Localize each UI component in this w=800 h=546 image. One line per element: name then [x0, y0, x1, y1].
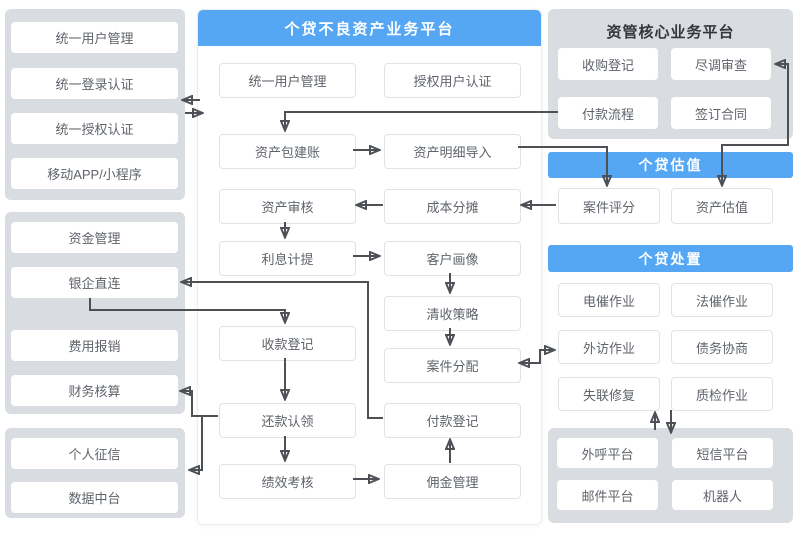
node-interest-accrual: 利息计提 [219, 241, 356, 276]
node-asset-valuation: 资产估值 [671, 188, 773, 224]
node-fund-mgmt: 资金管理 [11, 222, 178, 253]
node-case-assignment: 案件分配 [384, 348, 521, 383]
node-asset-package-setup: 资产包建账 [219, 134, 356, 169]
node-data-middle-platform: 数据中台 [11, 482, 178, 513]
panel-core-platform: 资管核心业务平台 收购登记 尽调审查 付款流程 签订合同 [548, 9, 793, 139]
node-expense-reimb: 费用报销 [11, 330, 178, 361]
node-case-scoring: 案件评分 [558, 188, 660, 224]
node-mobile-app: 移动APP/小程序 [11, 158, 178, 189]
node-acquisition-register: 收购登记 [558, 48, 658, 80]
node-unified-user-mgmt: 统一用户管理 [11, 22, 178, 53]
panel-unified-auth: 统一用户管理 统一登录认证 统一授权认证 移动APP/小程序 [5, 9, 185, 200]
node-performance-review: 绩效考核 [219, 464, 356, 499]
node-tele-collection: 电催作业 [558, 283, 660, 317]
node-legal-collection: 法催作业 [671, 283, 773, 317]
node-collection-strategy: 清收策略 [384, 296, 521, 331]
node-lost-contact-repair: 失联修复 [558, 377, 660, 411]
node-asset-review: 资产审核 [219, 189, 356, 224]
node-payment-flow: 付款流程 [558, 97, 658, 129]
node-outbound-call-platform: 外呼平台 [557, 438, 658, 468]
node-payment-register: 付款登记 [384, 403, 521, 438]
node-customer-profile: 客户画像 [384, 241, 521, 276]
panel-data: 个人征信 数据中台 [5, 428, 185, 518]
node-asset-detail-import: 资产明细导入 [384, 134, 521, 169]
node-contract-signing: 签订合同 [671, 97, 771, 129]
node-debt-negotiation: 债务协商 [671, 330, 773, 364]
node-unified-login-auth: 统一登录认证 [11, 68, 178, 99]
core-platform-title: 资管核心业务平台 [606, 24, 735, 41]
panel-finance: 资金管理 银企直连 费用报销 财务核算 [5, 212, 185, 414]
node-financial-accounting: 财务核算 [11, 375, 178, 406]
node-commission-mgmt: 佣金管理 [384, 464, 521, 499]
node-bank-direct-link: 银企直连 [11, 267, 178, 298]
valuation-section-header: 个贷估值 [548, 152, 793, 178]
node-sms-platform: 短信平台 [672, 438, 773, 468]
node-robot: 机器人 [672, 480, 773, 510]
node-personal-credit: 个人征信 [11, 438, 178, 469]
node-user-mgmt: 统一用户管理 [219, 63, 356, 98]
node-unified-authz: 统一授权认证 [11, 113, 178, 144]
node-field-visit: 外访作业 [558, 330, 660, 364]
node-authorized-user-auth: 授权用户认证 [384, 63, 521, 98]
node-email-platform: 邮件平台 [557, 480, 658, 510]
disposal-section-header: 个贷处置 [548, 245, 793, 272]
panel-channels: 外呼平台 短信平台 邮件平台 机器人 [548, 428, 793, 523]
main-platform-title: 个贷不良资产业务平台 [198, 10, 541, 46]
panel-main-platform: 个贷不良资产业务平台 统一用户管理 授权用户认证 资产包建账 资产明细导入 资产… [197, 9, 542, 525]
node-receipt-register: 收款登记 [219, 326, 356, 361]
node-quality-check: 质检作业 [671, 377, 773, 411]
node-repayment-claim: 还款认领 [219, 403, 356, 438]
node-cost-allocation: 成本分摊 [384, 189, 521, 224]
node-due-diligence: 尽调审查 [671, 48, 771, 80]
